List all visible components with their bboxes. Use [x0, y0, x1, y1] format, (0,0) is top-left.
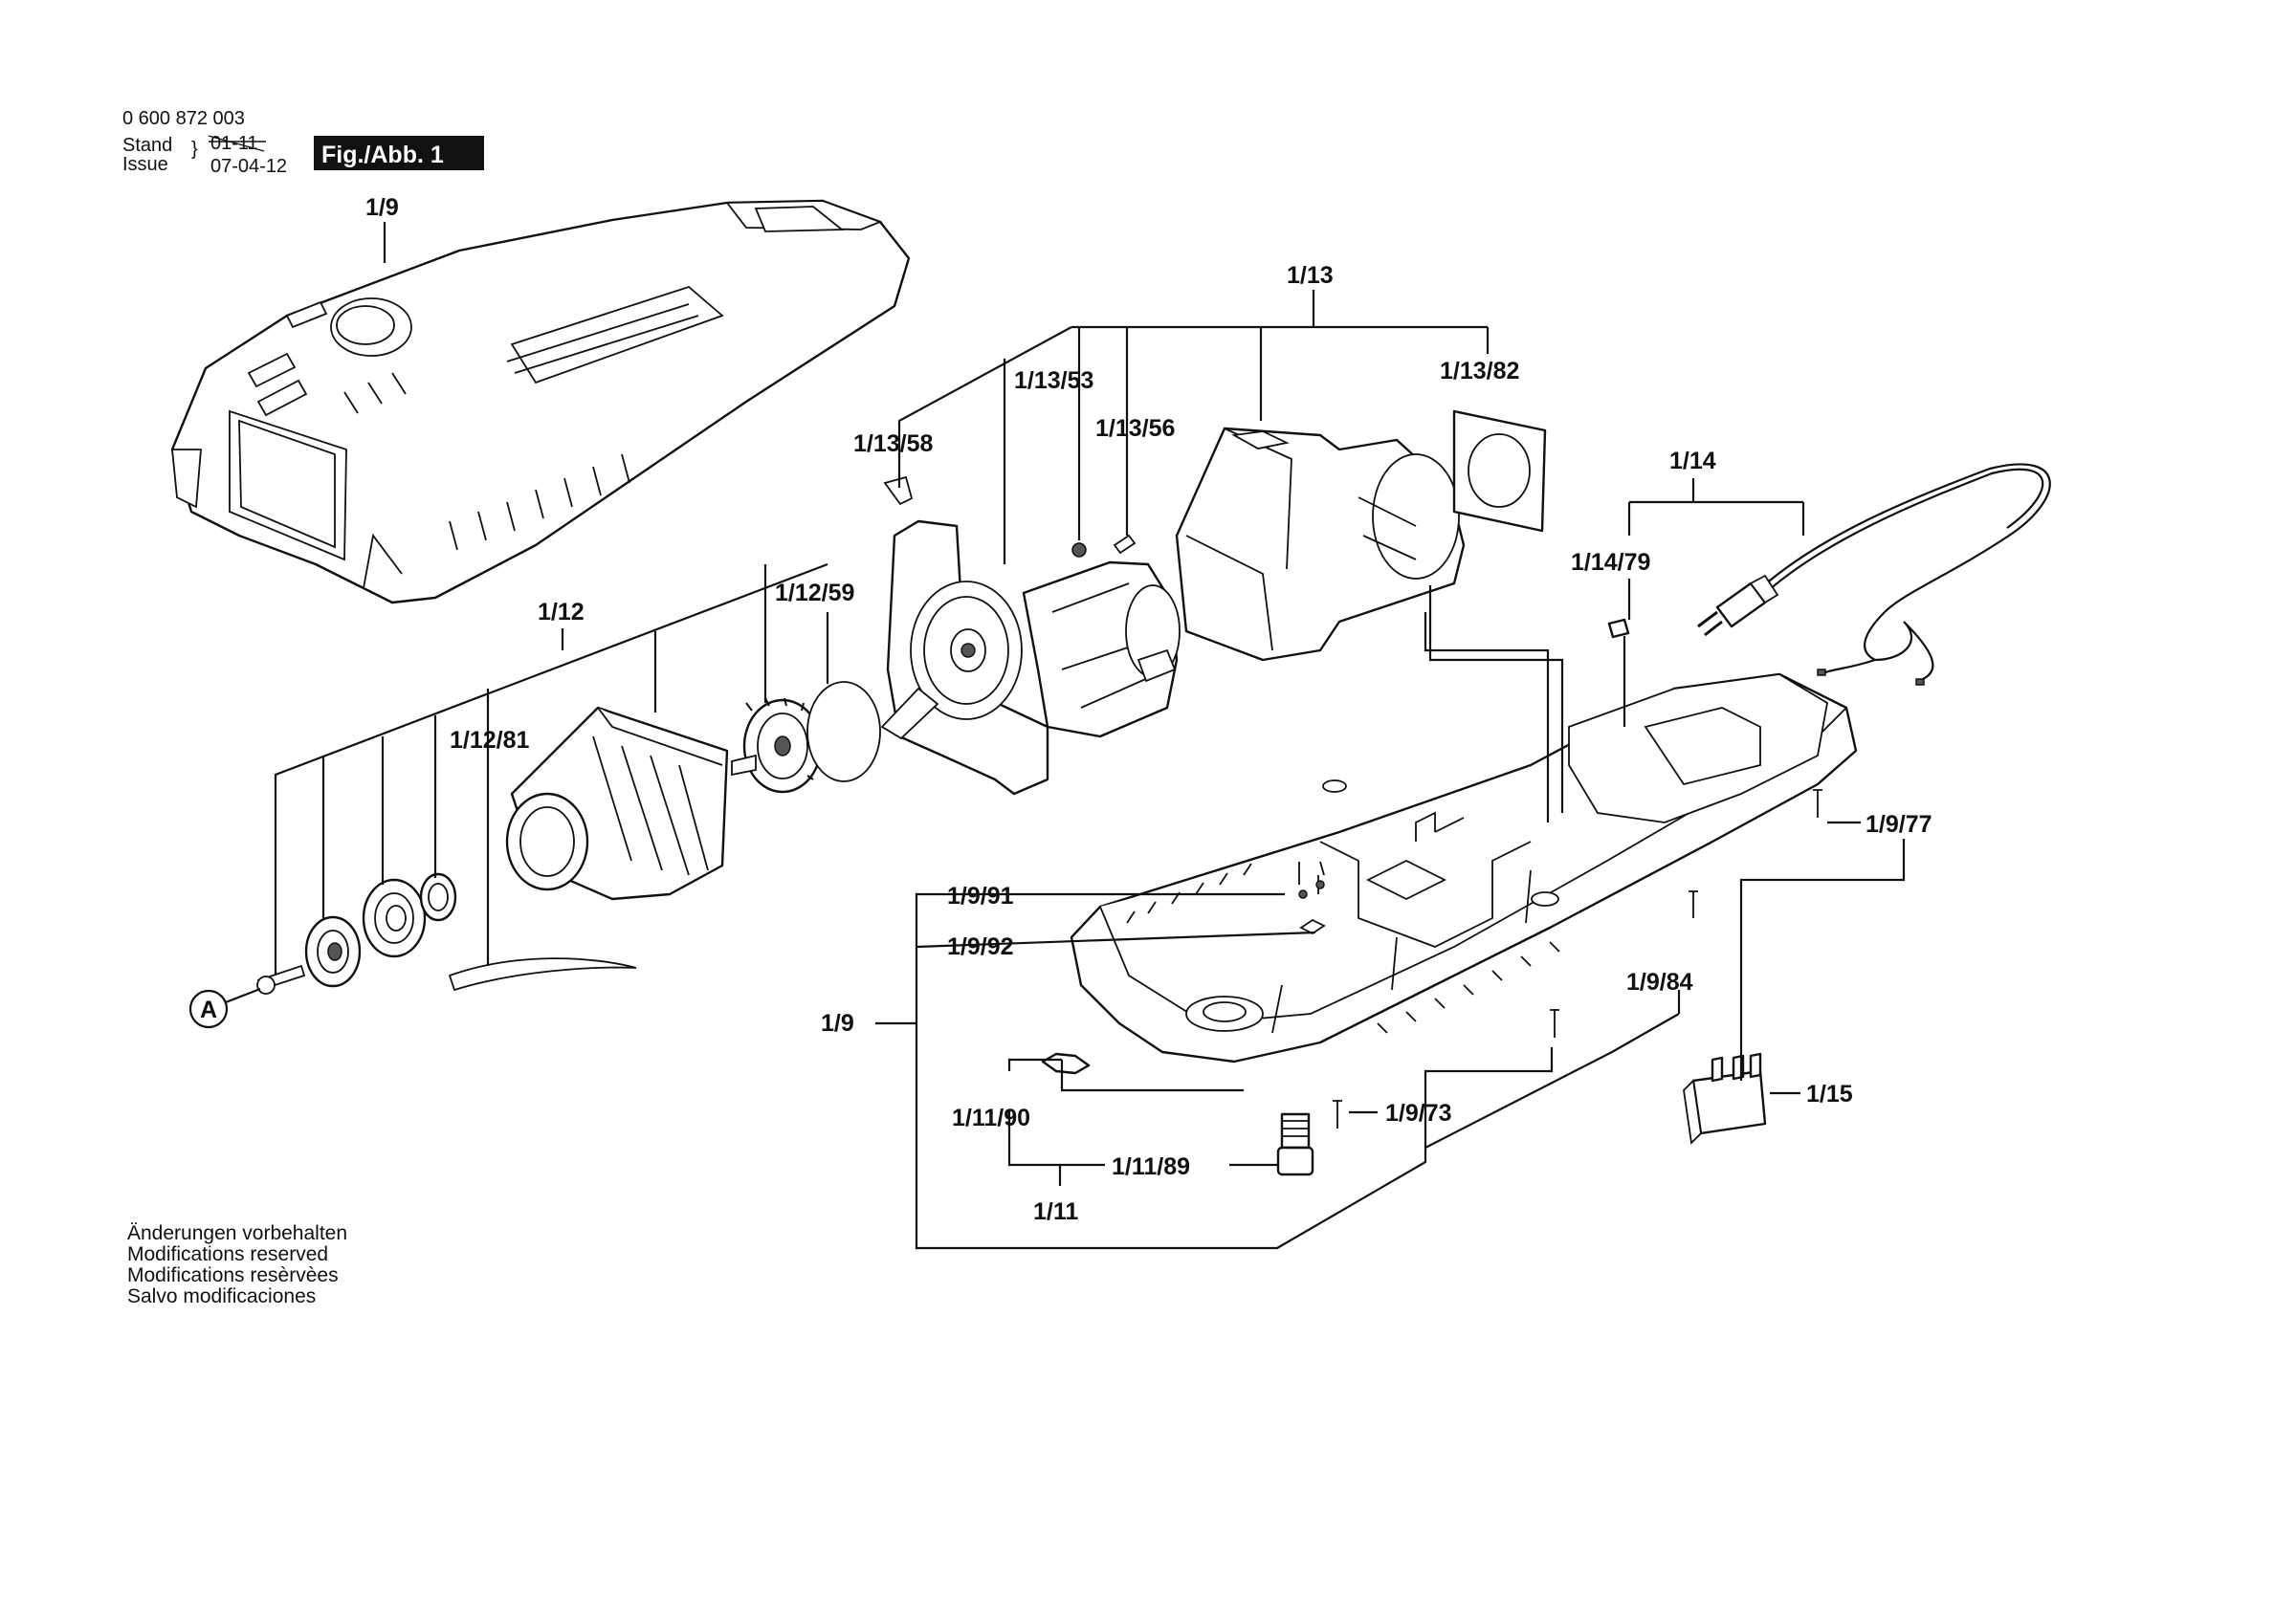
seal-ring-part: [806, 681, 881, 782]
callout-1-9-91: 1/9/91: [947, 883, 1014, 910]
callout-1-12: 1/12: [538, 599, 585, 625]
footer-note-es: Salvo modificaciones: [127, 1285, 316, 1307]
footer-note-fr: Modifications resèrvèes: [127, 1264, 339, 1286]
stand-label: Stand: [122, 135, 172, 156]
footer-note-de: Änderungen vorbehalten: [127, 1222, 347, 1244]
seal-washer-part: [1041, 1052, 1091, 1075]
top-cover-part: [170, 199, 911, 604]
callout-1-9-73: 1/9/73: [1385, 1100, 1452, 1127]
bearing-parts: [256, 872, 457, 995]
callout-1-14-79: 1/14/79: [1571, 549, 1650, 576]
power-cord-part: [1697, 463, 2051, 686]
leader-lines: [225, 222, 1906, 1250]
figure-label-box: [314, 136, 484, 170]
callout-1-9-92: 1/9/92: [947, 933, 1014, 960]
doc-number: 0 600 872 003: [122, 108, 245, 129]
callout-1-15: 1/15: [1806, 1081, 1853, 1108]
base-housing-part: [1070, 672, 1858, 1064]
callout-a: A: [200, 997, 217, 1023]
callout-1-13-56: 1/13/56: [1095, 415, 1175, 442]
callout-1-13: 1/13: [1287, 262, 1334, 289]
issue-label: Issue: [122, 154, 168, 175]
callout-1-11-90: 1/11/90: [952, 1105, 1030, 1131]
callout-1-9-77: 1/9/77: [1866, 811, 1932, 838]
issue-date: 07-04-12: [210, 156, 287, 177]
gear-part: [731, 697, 824, 794]
footer-note-en: Modifications reserved: [127, 1243, 328, 1265]
callout-1-9-top: 1/9: [365, 194, 399, 221]
strike-cross: [208, 135, 265, 152]
callout-1-13-53: 1/13/53: [1014, 367, 1093, 394]
footer-notes: Änderungen vorbehalten Modifications res…: [127, 1222, 347, 1307]
callout-1-13-58: 1/13/58: [853, 430, 934, 457]
hose-fitting-part: [1276, 1112, 1314, 1176]
switch-part: [1683, 1052, 1767, 1145]
brace-icon: }: [191, 139, 198, 160]
gasket-sheet-part: [448, 957, 637, 992]
screw-parts: [1298, 789, 1822, 1129]
callout-1-14: 1/14: [1669, 448, 1716, 474]
motor-housing-part: [880, 475, 1181, 796]
header-block: 0 600 872 003 Stand Issue } 01-11 07-04-…: [122, 108, 484, 177]
strain-relief-part: [1607, 618, 1630, 639]
drive-flange-part: [505, 706, 729, 901]
callout-1-9-84: 1/9/84: [1626, 969, 1693, 996]
callout-labels: 1/9 1/13 1/13/53 1/13/82 1/13/58 1/13/56…: [188, 194, 1932, 1225]
callout-1-11-89: 1/11/89: [1112, 1153, 1190, 1180]
callout-1-12-59: 1/12/59: [775, 580, 854, 606]
callout-1-11: 1/11: [1033, 1198, 1078, 1225]
callout-1-13-82: 1/13/82: [1440, 358, 1519, 384]
callout-1-12-81: 1/12/81: [450, 727, 530, 754]
callout-a-circle: [188, 989, 229, 1029]
figure-label: Fig./Abb. 1: [321, 142, 444, 168]
callout-1-9-left: 1/9: [821, 1010, 854, 1037]
fan-cover-part: [1175, 409, 1547, 662]
